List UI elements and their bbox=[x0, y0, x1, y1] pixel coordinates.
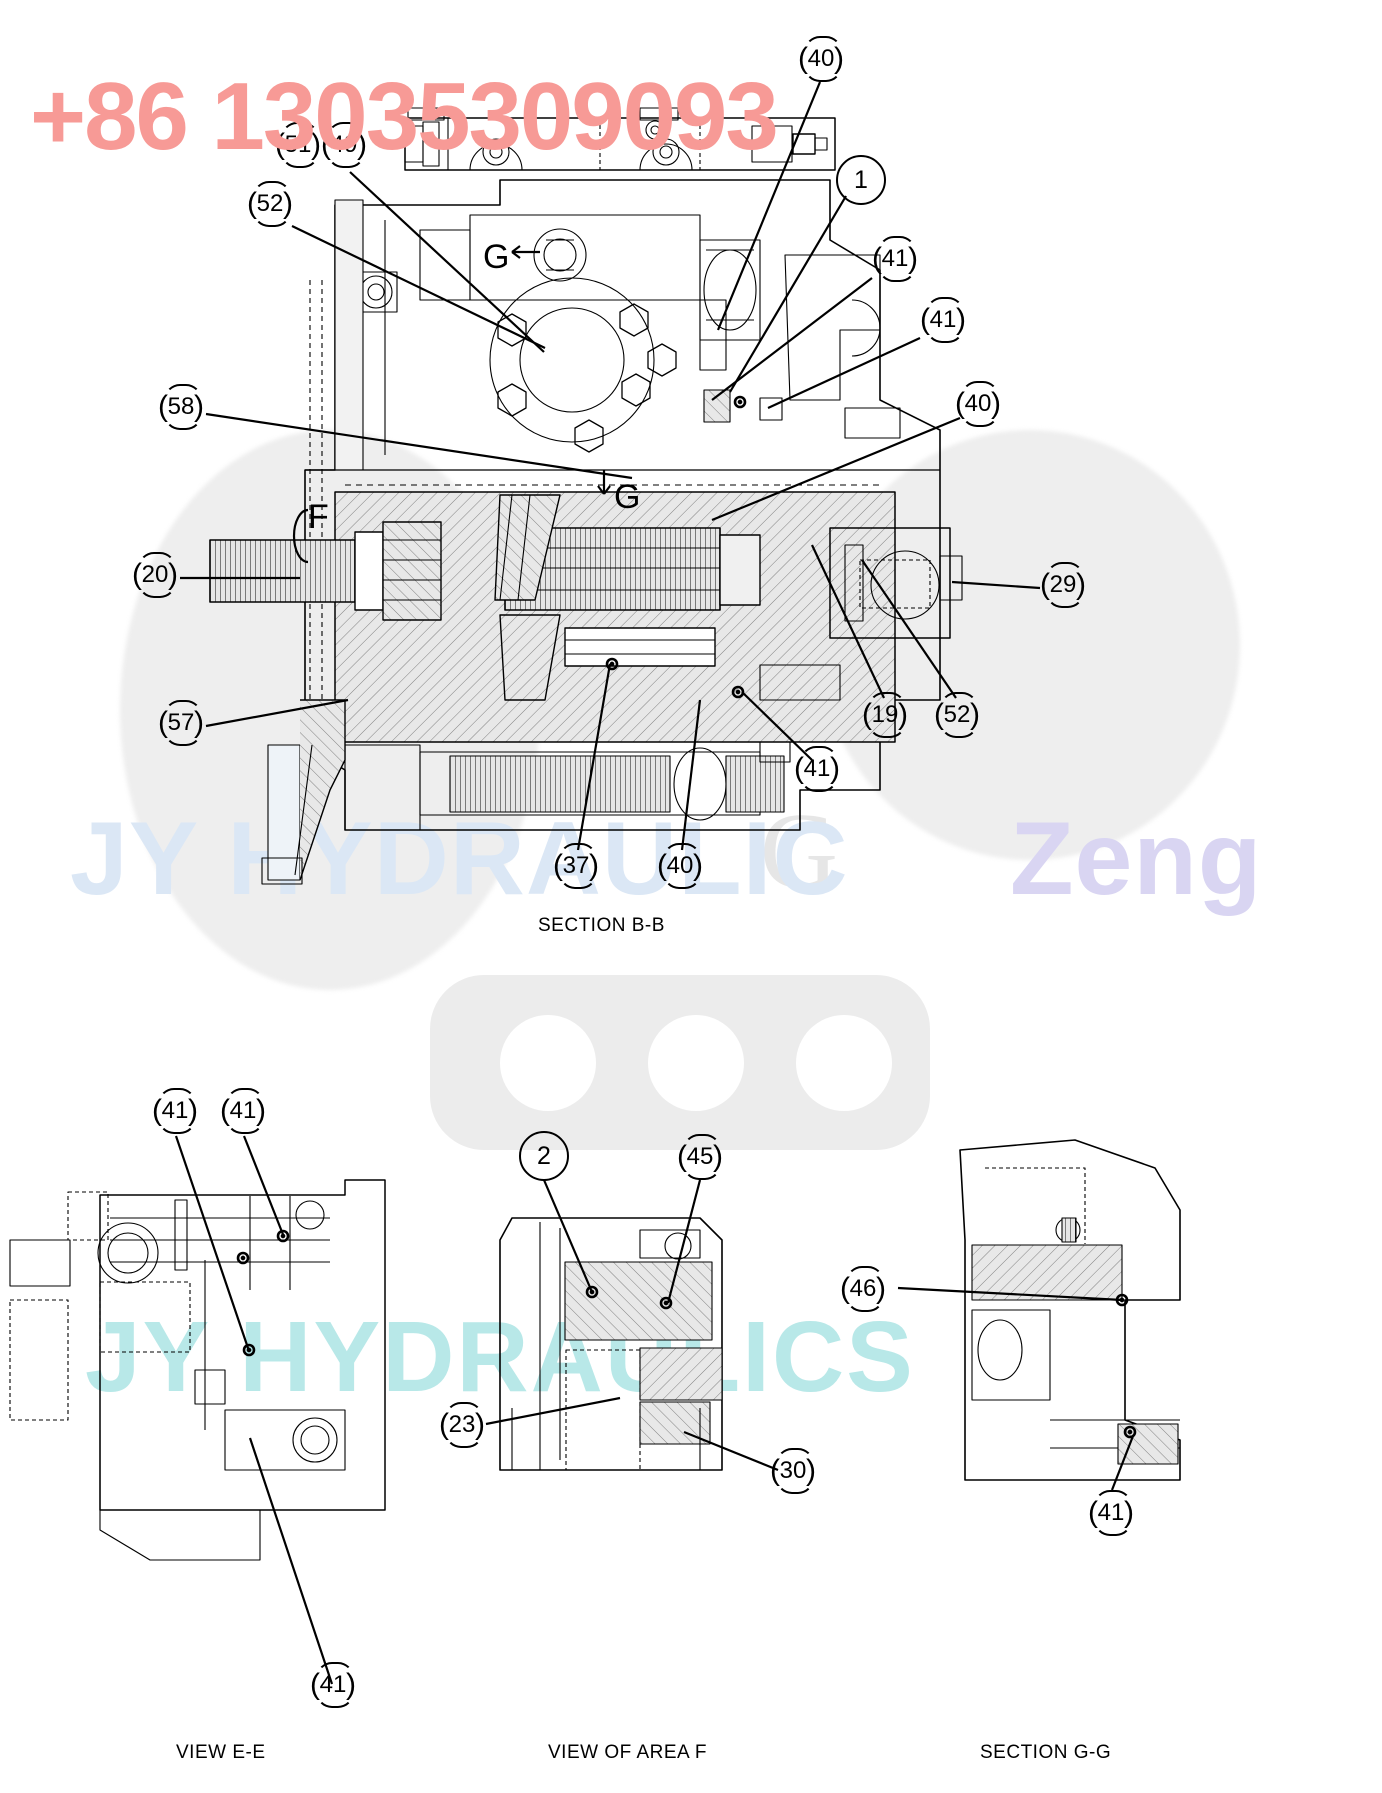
balloon-30[interactable]: 30 bbox=[770, 1448, 816, 1494]
balloon-label: 40 bbox=[955, 381, 1001, 427]
balloon-41-gg[interactable]: 41 bbox=[1088, 1490, 1134, 1536]
balloon-23[interactable]: 23 bbox=[439, 1402, 485, 1448]
logo-watermark-hole-1 bbox=[500, 1015, 596, 1111]
balloon-41-ee-2[interactable]: 41 bbox=[220, 1088, 266, 1134]
balloon-label: 41 bbox=[794, 746, 840, 792]
balloon-40-top[interactable]: 40 bbox=[798, 36, 844, 82]
balloon-41-ee-3[interactable]: 41 bbox=[310, 1662, 356, 1708]
balloon-label: 2 bbox=[537, 1141, 551, 1170]
balloon-label: 1 bbox=[854, 165, 868, 194]
balloon-label: 46 bbox=[840, 1266, 886, 1312]
logo-watermark-hole-2 bbox=[648, 1015, 744, 1111]
balloon-label: 41 bbox=[872, 236, 918, 282]
balloon-29[interactable]: 29 bbox=[1040, 562, 1086, 608]
balloon-label: 20 bbox=[132, 552, 178, 598]
balloon-label: 41 bbox=[310, 1662, 356, 1708]
balloon-1[interactable]: 1 bbox=[836, 155, 886, 205]
balloon-41-ee-1[interactable]: 41 bbox=[152, 1088, 198, 1134]
view-letter-g-lower: G bbox=[614, 478, 641, 516]
balloon-label: 41 bbox=[920, 297, 966, 343]
balloon-label: 52 bbox=[247, 181, 293, 227]
balloon-label: 51 bbox=[275, 122, 321, 168]
balloon-41-b[interactable]: 41 bbox=[920, 297, 966, 343]
balloon-label: 49 bbox=[321, 122, 367, 168]
balloon-40-bottom[interactable]: 40 bbox=[657, 843, 703, 889]
balloon-52-right[interactable]: 52 bbox=[934, 692, 980, 738]
balloon-label: 19 bbox=[862, 692, 908, 738]
balloon-label: 41 bbox=[1088, 1490, 1134, 1536]
balloon-label: 45 bbox=[677, 1134, 723, 1180]
caption-view-area-f: VIEW OF AREA F bbox=[548, 1742, 708, 1763]
balloon-label: 30 bbox=[770, 1448, 816, 1494]
balloon-label: 40 bbox=[657, 843, 703, 889]
balloon-52-top[interactable]: 52 bbox=[247, 181, 293, 227]
balloon-40-right[interactable]: 40 bbox=[955, 381, 1001, 427]
balloon-41-c[interactable]: 41 bbox=[794, 746, 840, 792]
balloon-45[interactable]: 45 bbox=[677, 1134, 723, 1180]
balloon-51[interactable]: 51 bbox=[275, 122, 321, 168]
balloon-19[interactable]: 19 bbox=[862, 692, 908, 738]
logo-watermark-hole-3 bbox=[796, 1015, 892, 1111]
balloon-label: 41 bbox=[220, 1088, 266, 1134]
caption-section-gg: SECTION G-G bbox=[980, 1742, 1112, 1763]
balloon-label: 41 bbox=[152, 1088, 198, 1134]
balloon-label: 37 bbox=[553, 843, 599, 889]
balloon-41-a[interactable]: 41 bbox=[872, 236, 918, 282]
balloon-label: 57 bbox=[158, 700, 204, 746]
balloon-49[interactable]: 49 bbox=[321, 122, 367, 168]
caption-view-ee: VIEW E-E bbox=[176, 1742, 266, 1763]
balloon-label: 29 bbox=[1040, 562, 1086, 608]
balloon-label: 23 bbox=[439, 1402, 485, 1448]
view-letter-g-upper: G bbox=[483, 238, 510, 276]
caption-section-bb: SECTION B-B bbox=[538, 915, 665, 936]
balloon-label: 52 bbox=[934, 692, 980, 738]
balloon-2[interactable]: 2 bbox=[519, 1131, 569, 1181]
balloon-37[interactable]: 37 bbox=[553, 843, 599, 889]
balloon-20[interactable]: 20 bbox=[132, 552, 178, 598]
view-letter-f: F bbox=[308, 498, 329, 536]
balloon-46[interactable]: 46 bbox=[840, 1266, 886, 1312]
balloon-58[interactable]: 58 bbox=[158, 384, 204, 430]
balloon-57[interactable]: 57 bbox=[158, 700, 204, 746]
balloon-label: 40 bbox=[798, 36, 844, 82]
balloon-label: 58 bbox=[158, 384, 204, 430]
